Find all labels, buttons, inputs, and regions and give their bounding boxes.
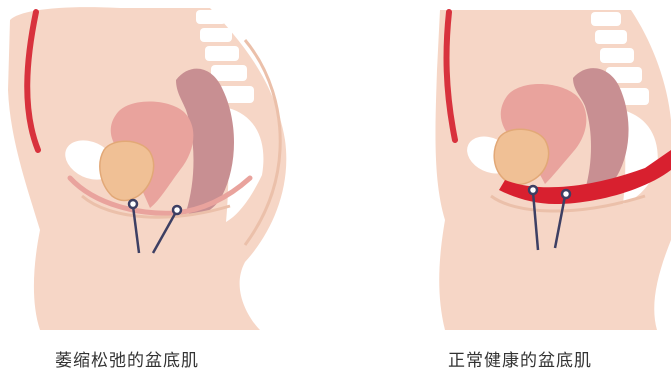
healthy-pelvic-floor-panel: 正常健康的盆底肌 bbox=[395, 0, 671, 375]
weak-pelvic-floor-illustration bbox=[0, 0, 330, 340]
weak-pelvic-floor-caption: 萎缩松弛的盆底肌 bbox=[55, 346, 199, 371]
healthy-pelvic-floor-illustration bbox=[395, 0, 671, 340]
weak-pelvic-floor-panel: 萎缩松弛的盆底肌 bbox=[0, 0, 330, 375]
healthy-pelvic-floor-caption: 正常健康的盆底肌 bbox=[448, 346, 592, 371]
